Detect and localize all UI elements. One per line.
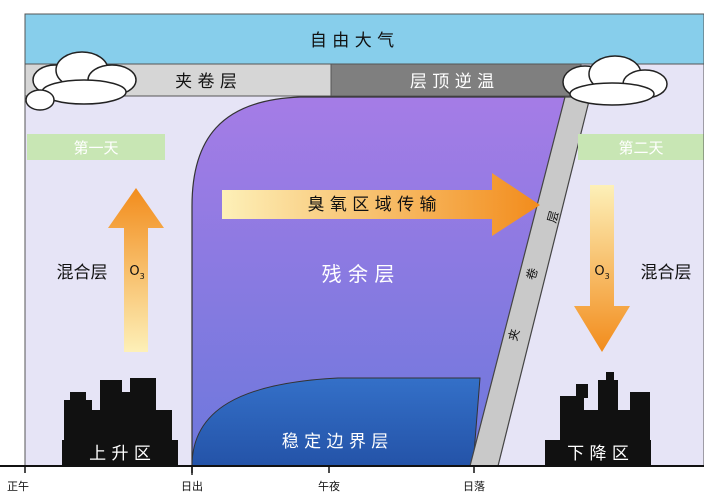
time-label-sunset: 日落 <box>463 480 485 493</box>
cloud-icon-right <box>562 55 668 106</box>
downwind-area-label: 下 降 区 <box>567 444 629 464</box>
upward-arrow <box>108 188 164 352</box>
cloud-icon-left <box>25 51 137 111</box>
capping-inversion-label: 层 顶 逆 温 <box>410 72 494 92</box>
stable-boundary-layer-label: 稳 定 边 界 层 <box>282 432 389 452</box>
o3-label-left: O3 <box>129 264 144 281</box>
time-label-midnight: 午夜 <box>318 479 340 493</box>
upwind-area-label: 上 升 区 <box>89 444 151 464</box>
entrainment-vertical-char-2: 卷 <box>523 266 541 281</box>
downward-arrow <box>574 185 630 352</box>
stable-boundary-layer-region <box>191 377 481 467</box>
upwind-label-box <box>62 440 178 466</box>
mixing-layer-left-label: 混合层 <box>57 263 108 283</box>
time-label-sunrise: 日出 <box>181 479 203 493</box>
downwind-label-box <box>545 440 651 466</box>
capping-inversion-band <box>330 63 582 97</box>
day1-label-box <box>27 134 165 160</box>
mixing-layer-right-label: 混合层 <box>641 263 692 283</box>
residual-layer-region <box>191 96 566 467</box>
time-label-noon: 正午 <box>7 480 29 493</box>
ozone-transport-label: 臭 氧 区 域 传 输 <box>307 195 436 215</box>
entrainment-vertical-char-1: 层 <box>545 209 562 224</box>
free-atmosphere-band <box>24 13 704 65</box>
day2-label: 第二天 <box>618 139 663 157</box>
day1-label: 第一天 <box>73 139 118 157</box>
entrainment-vertical-char-3: 夹 <box>506 327 523 342</box>
residual-layer-label: 残 余 层 <box>322 262 395 286</box>
entrainment-layer-label: 夹 卷 层 <box>175 72 237 92</box>
o3-label-right: O3 <box>594 264 609 281</box>
day2-label-box <box>578 134 704 160</box>
free-atmosphere-label: 自 由 大 气 <box>310 31 394 51</box>
ozone-transport-arrow <box>222 173 540 236</box>
